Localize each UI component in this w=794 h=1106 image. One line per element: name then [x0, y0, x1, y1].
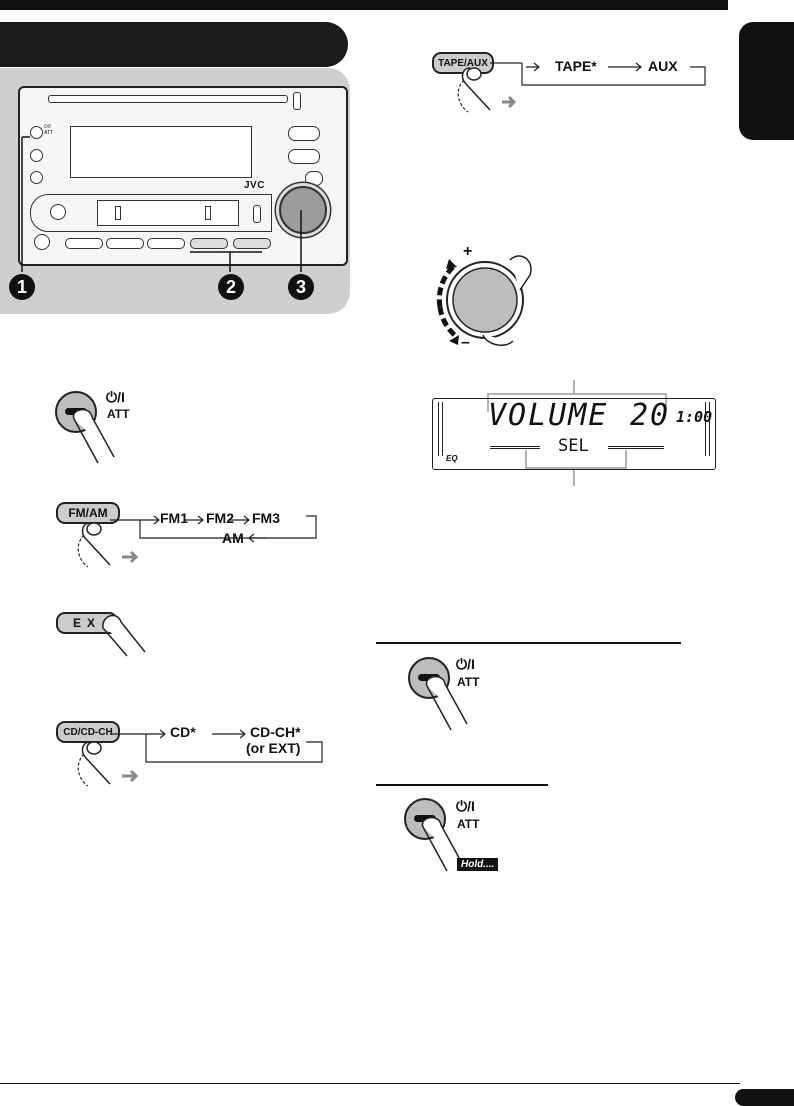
brand-logo: JVC: [244, 180, 265, 191]
preset-button: [65, 238, 103, 249]
flow-cd: CD*: [170, 724, 196, 740]
lcd-eq-label: EQ: [446, 454, 458, 463]
lcd-level-left: [490, 446, 540, 449]
press-finger-icon: [77, 741, 139, 787]
flow-fm2: FM2: [206, 510, 234, 526]
lcd-left-bar: [438, 402, 443, 456]
finger-icon: [421, 816, 464, 872]
tape-aux-flow-frame: [490, 62, 706, 86]
faceplate-right-button: [288, 149, 320, 164]
language-tab: [739, 22, 794, 140]
finger-icon: [72, 408, 115, 464]
flow-aux: AUX: [648, 58, 678, 74]
att-label: ATT: [457, 675, 480, 689]
fm-am-flow-frame: [110, 515, 317, 543]
finger-icon: [425, 675, 468, 731]
power-symbol: ⏻/I: [456, 656, 475, 672]
finger-icon: [102, 614, 146, 657]
flow-fm1: FM1: [160, 510, 188, 526]
flow-cd-ch: CD-CH*: [250, 724, 301, 740]
preset-button: [106, 238, 144, 249]
section-rule: [376, 784, 548, 786]
faceplate-left-button: [30, 171, 43, 184]
faceplate-left-button: [30, 149, 43, 162]
lcd-level-right: [608, 446, 664, 449]
section-header-pill: [0, 22, 348, 67]
lcd-sel-text: SEL: [558, 436, 589, 456]
flow-or-ext: (or EXT): [246, 740, 301, 756]
tape-deck-frame: [30, 194, 272, 232]
page-number-tab: [735, 1089, 794, 1106]
volume-knob-icon: [436, 255, 532, 347]
power-symbol: ⏻/I: [456, 798, 475, 814]
bottom-rule: [0, 1083, 740, 1084]
att-label: ATT: [107, 407, 130, 421]
source-button: [190, 238, 228, 249]
press-finger-icon: [457, 67, 517, 113]
press-finger-icon: [77, 522, 139, 568]
tape-slot-notch: [115, 206, 121, 220]
remote-sensor: [50, 204, 66, 220]
aux-jack: [34, 234, 50, 250]
lcd-volume-value: 20: [630, 398, 671, 433]
power-symbol: ⏻/I: [106, 389, 125, 405]
callout-3: 3: [288, 274, 314, 300]
tape-eject-button: [253, 205, 261, 223]
faceplate-right-button: [305, 171, 323, 186]
faceplate-power-button: [30, 126, 43, 139]
att-label: ATT: [457, 817, 480, 831]
lcd-right-bar: [705, 402, 710, 456]
source-button: [233, 238, 271, 249]
lcd-display: [432, 398, 716, 470]
faceplate-screen: [70, 126, 252, 178]
flow-fm3: FM3: [252, 510, 280, 526]
display-brackets: [487, 380, 667, 486]
eject-button: [293, 92, 301, 110]
volume-knob-diagram: [279, 186, 327, 234]
tape-slot-notch: [205, 206, 211, 220]
preset-button: [147, 238, 185, 249]
hold-badge: Hold....: [457, 858, 499, 871]
flow-tape: TAPE*: [555, 58, 597, 74]
volume-minus-label: –: [461, 334, 470, 351]
callout-1: 1: [9, 274, 35, 300]
top-rule: [0, 0, 728, 10]
cd-flow-frame: [110, 729, 323, 763]
cd-slot: [48, 95, 288, 103]
section-rule: [376, 642, 681, 644]
volume-plus-label: +: [463, 243, 473, 260]
faceplate-right-button: [288, 126, 320, 141]
lcd-clock: 1:00: [676, 408, 713, 426]
flow-am: AM: [222, 530, 244, 546]
lcd-volume-text: VOLUME: [488, 398, 609, 433]
callout-2: 2: [218, 274, 244, 300]
